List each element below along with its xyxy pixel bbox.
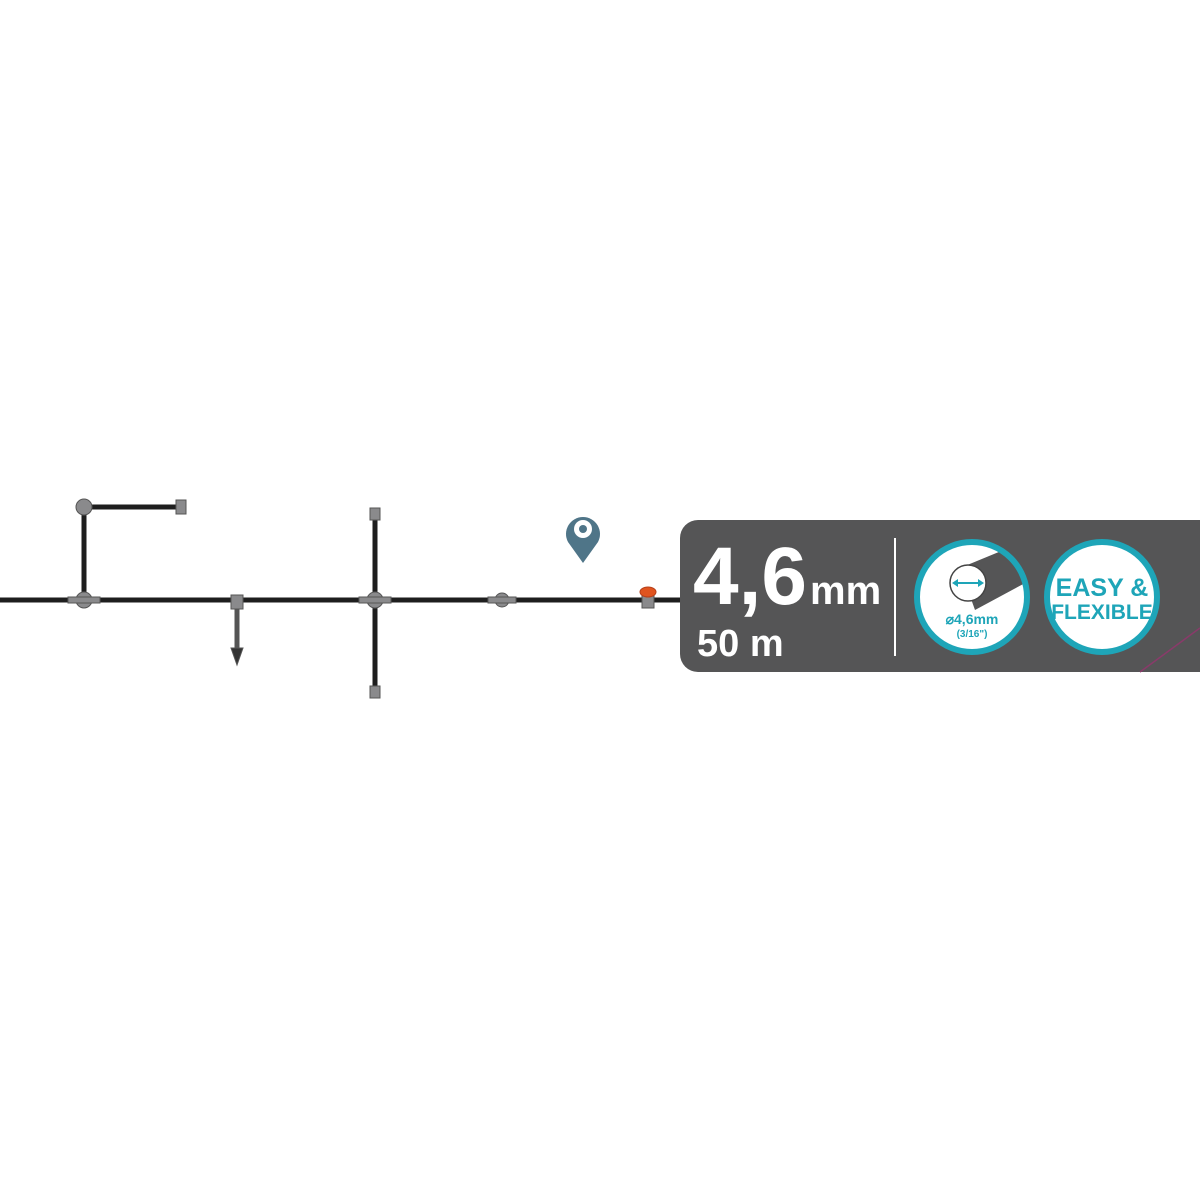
drip-stake-connector xyxy=(230,594,244,610)
diameter-unit: mm xyxy=(810,569,881,613)
feature-line-2: FLEXIBLE xyxy=(1051,601,1153,624)
tube-diameter-label: ⌀4,6mm xyxy=(946,611,999,627)
location-pin-icon xyxy=(565,517,600,563)
end-cap-bottom xyxy=(369,685,381,699)
valve-handle-icon xyxy=(639,586,657,598)
fittings xyxy=(67,498,657,699)
feature-line-1: EASY & xyxy=(1056,574,1149,602)
elbow-fitting xyxy=(75,498,93,516)
end-cap-top xyxy=(369,507,381,521)
drip-stake-arrow-icon xyxy=(230,647,244,667)
length-value: 50 m xyxy=(697,623,784,665)
diameter-value: 4,6 xyxy=(693,531,807,622)
tube-diameter-inch: (3/16") xyxy=(957,629,988,640)
spec-badge: 4,6 mm 50 m ⌀4,6mm (3/16") EASY & FLEXIB… xyxy=(680,520,1200,673)
end-plug xyxy=(175,499,187,515)
easy-flexible-badge: EASY & FLEXIBLE xyxy=(1044,539,1160,655)
